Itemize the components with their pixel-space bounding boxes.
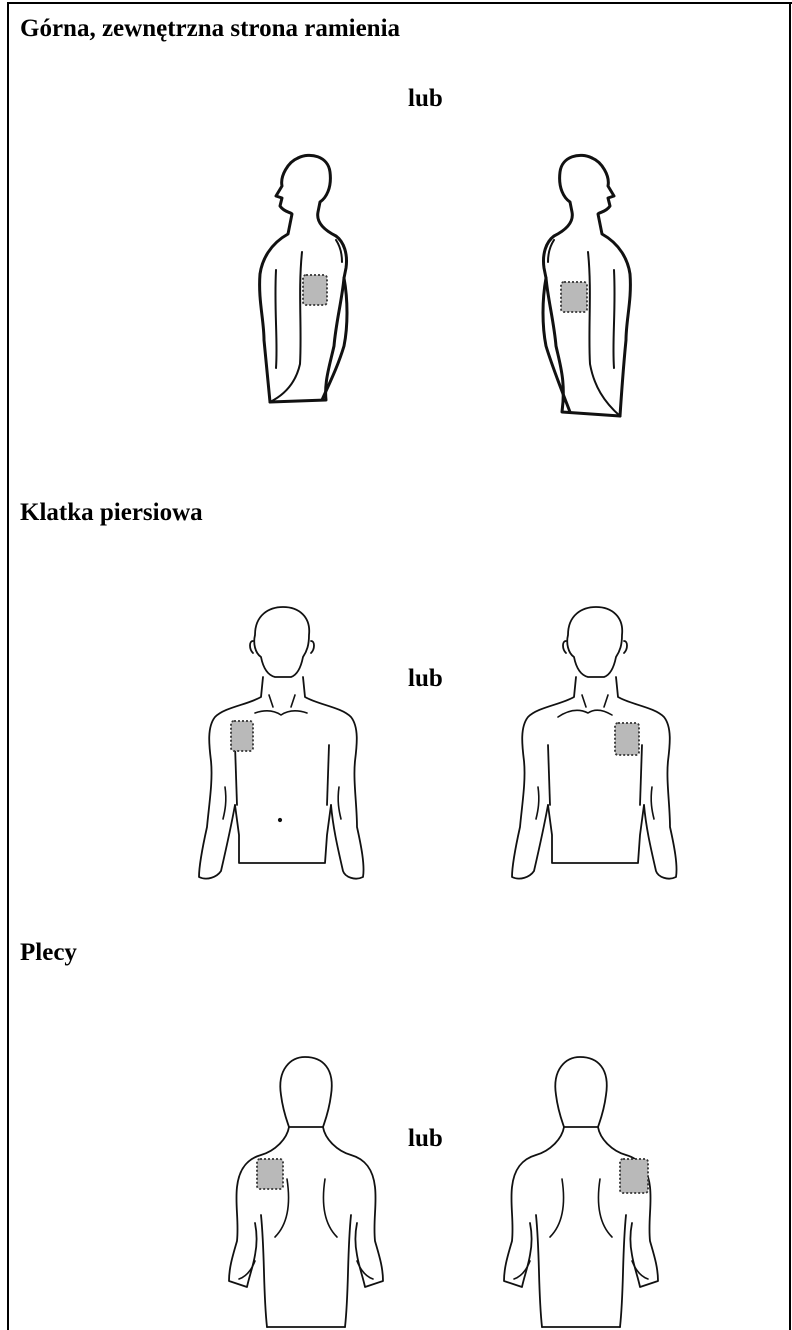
frame-right-border <box>789 2 791 1330</box>
patch-marker-back-left <box>257 1159 283 1189</box>
or-label-arm: lub <box>408 84 443 114</box>
arm-figure-left <box>240 150 360 410</box>
patch-marker-back-right <box>620 1159 648 1193</box>
or-label-back: lub <box>408 1124 443 1154</box>
back-figure-left <box>225 1055 390 1330</box>
patch-marker-chest-left <box>231 721 253 751</box>
chest-figure-right <box>508 605 683 885</box>
or-label-chest: lub <box>408 664 443 694</box>
chest-figure-left <box>195 605 370 885</box>
section-title-chest: Klatka piersiowa <box>20 498 203 528</box>
frame-left-border <box>7 2 9 1330</box>
patch-marker-arm-left <box>303 275 327 305</box>
section-title-arm: Górna, zewnętrzna strona ramienia <box>20 14 400 44</box>
back-figure-right <box>500 1055 665 1330</box>
arm-figure-right <box>530 150 650 425</box>
frame-top-border <box>8 2 792 4</box>
section-title-back: Plecy <box>20 938 77 968</box>
patch-marker-arm-right <box>561 282 587 312</box>
patch-marker-chest-right <box>615 723 639 755</box>
